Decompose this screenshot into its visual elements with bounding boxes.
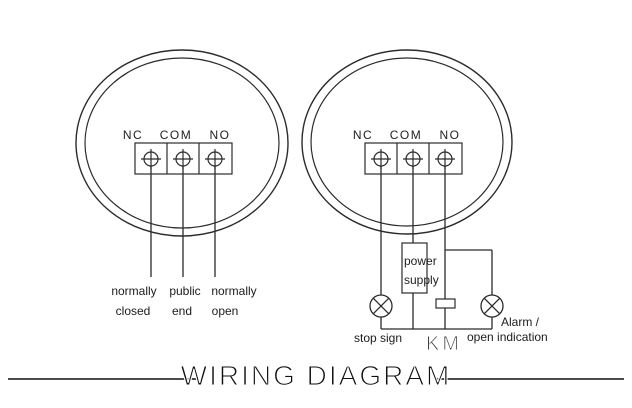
left-device-outer-ring <box>75 49 289 237</box>
power-supply-box <box>401 242 428 294</box>
label-normally-closed-line2: closed <box>115 304 151 318</box>
stop-lamp-icon <box>369 294 393 318</box>
terminal-screw-icon-left-com <box>173 149 193 169</box>
power-supply-label-line1: power <box>404 254 437 268</box>
label-normally-closed-line1: normally <box>111 284 157 298</box>
left-terminal-label-nc: NC <box>122 128 144 142</box>
right-device-outer-ring <box>301 49 513 235</box>
right-terminal-label-no: NO <box>439 128 461 142</box>
stop-sign-label: stop sign <box>353 331 403 345</box>
alarm-label-line2: open indication <box>467 330 548 344</box>
label-normally-open-line2: open <box>211 304 239 318</box>
right-device-inner-ring <box>310 57 504 227</box>
right-terminal-label-nc: NC <box>352 128 374 142</box>
left-device-inner-ring <box>84 57 280 229</box>
label-public-end-line1: public <box>169 284 201 298</box>
left-terminal-label-com: COM <box>159 128 193 142</box>
contactor-coil <box>435 298 456 309</box>
label-public-end-line2: end <box>171 304 193 318</box>
label-normally-open-line1: normally <box>211 284 257 298</box>
page-title: WIRING DIAGRAM <box>180 359 452 391</box>
contactor-label: KM <box>426 333 462 356</box>
power-supply-label-line2: supply <box>404 273 439 287</box>
left-terminal-label-no: NO <box>209 128 231 142</box>
alarm-lamp-icon <box>480 294 504 318</box>
alarm-label-line1: Alarm / <box>501 315 540 329</box>
right-terminal-label-com: COM <box>389 128 423 142</box>
